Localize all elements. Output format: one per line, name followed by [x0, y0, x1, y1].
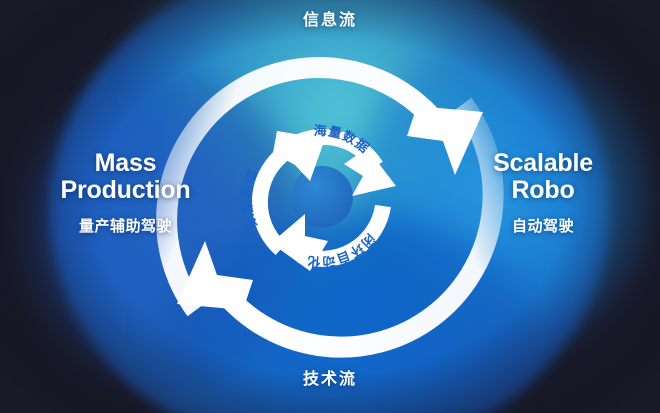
node-scalable-robo: Scalable Robo 自动驾驶 — [438, 150, 648, 236]
scalable-robo-line1: Scalable — [493, 149, 593, 177]
hub-circle — [291, 166, 353, 228]
outer-arrow-bottom — [177, 97, 504, 358]
mass-production-line1: Mass — [94, 149, 157, 177]
flow-label-bottom: 技术流 — [302, 371, 357, 388]
scalable-robo-line2: Robo — [511, 176, 575, 204]
inner-arrow-data-driven — [251, 131, 325, 256]
mass-production-cn: 量产辅助驾驶 — [78, 218, 172, 235]
scalable-robo-cn: 自动驾驶 — [511, 218, 574, 235]
inner-arrow-closed-loop — [271, 204, 391, 271]
flow-label-top: 信息流 — [302, 12, 357, 29]
node-mass-production: Mass Production 量产辅助驾驶 — [18, 150, 233, 236]
mass-production-line2: Production — [60, 176, 191, 204]
